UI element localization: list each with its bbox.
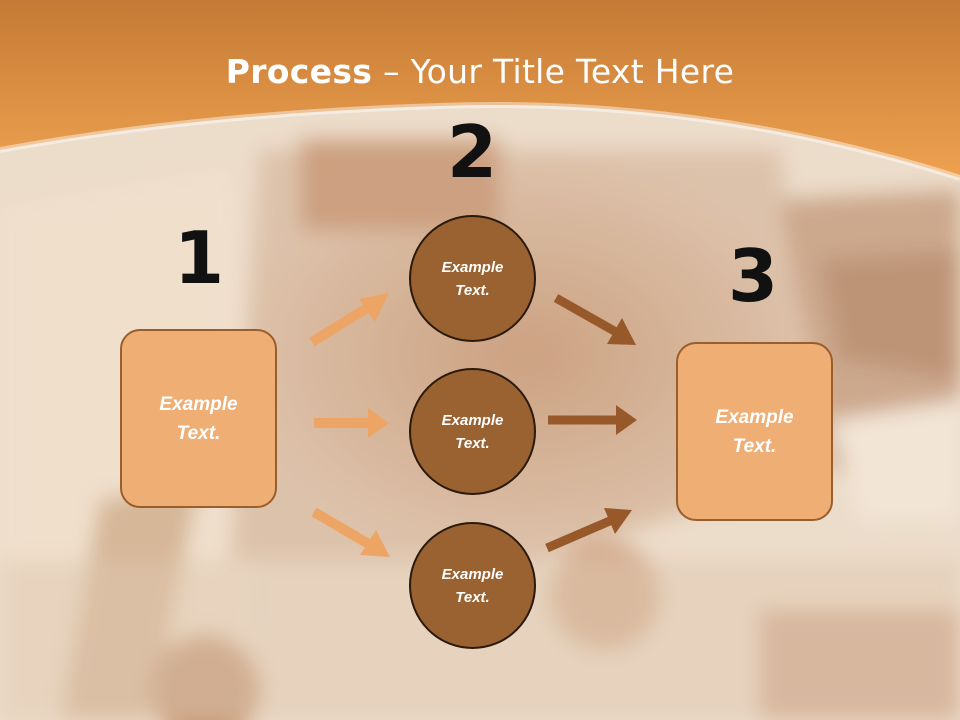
arrow-to-circle-bottom: [311, 507, 390, 557]
arrow-to-circle-middle: [314, 408, 389, 438]
arrow-from-circle-top: [553, 294, 636, 345]
step-number-2: 2: [446, 110, 498, 194]
step-number-3: 3: [727, 234, 779, 318]
circle-bottom-text: Example Text.: [441, 565, 504, 606]
step-1-text: Example Text.: [159, 393, 238, 444]
title-bold: Process: [225, 52, 373, 91]
arrow-from-circle-middle: [548, 405, 637, 435]
step-3-box: Example Text.: [676, 342, 833, 521]
circle-bottom: Example Text.: [409, 522, 536, 649]
arrow-to-circle-top: [309, 293, 389, 347]
step-1-box: Example Text.: [120, 329, 277, 508]
circle-top-text: Example Text.: [441, 258, 504, 299]
step-3-text: Example Text.: [715, 406, 794, 457]
step-number-1: 1: [173, 216, 225, 300]
slide-title: Process – Your Title Text Here: [0, 52, 960, 91]
circle-middle-text: Example Text.: [441, 411, 504, 452]
circle-top: Example Text.: [409, 215, 536, 342]
circle-middle: Example Text.: [409, 368, 536, 495]
title-rest: – Your Title Text Here: [372, 52, 735, 91]
arrow-from-circle-bottom: [545, 508, 632, 553]
